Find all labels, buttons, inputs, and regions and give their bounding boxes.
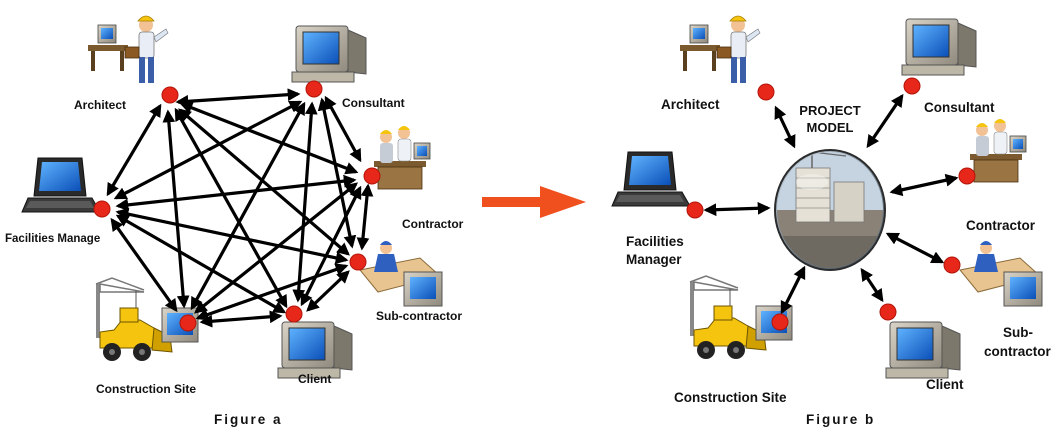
label-architect: Architect <box>661 97 720 112</box>
label-consultant: Consultant <box>924 100 995 115</box>
architect-figure-icon <box>87 15 169 84</box>
node-facilities <box>686 201 704 219</box>
workers-desk-icon <box>373 125 431 190</box>
node-subcontractor <box>943 256 961 274</box>
node-contractor <box>958 167 976 185</box>
computer-icon <box>291 25 367 83</box>
label-architect: Architect <box>74 98 126 112</box>
label-facilities: Facilities Manage <box>5 233 100 245</box>
label-facilities-line2: Manager <box>626 252 682 267</box>
label-sub-line1: Sub- <box>1003 325 1033 340</box>
figure-b-edges <box>703 93 959 315</box>
center-label-line2: MODEL <box>807 120 854 135</box>
carpenter-icon <box>359 240 443 307</box>
figure-a-edges <box>106 88 374 328</box>
center-label-line1: PROJECT <box>799 103 860 118</box>
building-globe-icon <box>774 149 886 271</box>
label-site: Construction Site <box>96 382 196 396</box>
label-sub-line2: contractor <box>984 344 1052 359</box>
transition-arrow <box>482 186 586 218</box>
label-consultant: Consultant <box>342 96 405 110</box>
workers-desk-icon <box>969 118 1027 183</box>
node-consultant <box>903 77 921 95</box>
node-client <box>285 305 303 323</box>
node-architect <box>161 86 179 104</box>
node-architect <box>757 83 775 101</box>
figure-b: PROJECT MODEL Architect Consultant Contr… <box>611 15 1052 427</box>
computer-icon <box>885 321 961 379</box>
label-client: Client <box>298 372 331 386</box>
label-client: Client <box>926 377 964 392</box>
node-contractor <box>363 167 381 185</box>
caption-figure-b: Figure b <box>806 412 875 427</box>
label-site: Construction Site <box>674 390 787 405</box>
computer-icon <box>277 321 353 379</box>
node-consultant <box>305 80 323 98</box>
architect-figure-icon <box>679 15 761 84</box>
node-facilities <box>93 200 111 218</box>
label-facilities-line1: Facilities <box>626 234 684 249</box>
node-subcontractor <box>349 253 367 271</box>
node-site <box>771 313 789 331</box>
figure-a: Architect Consultant Contractor Faciliti… <box>5 15 464 427</box>
node-site <box>179 314 197 332</box>
label-contractor: Contractor <box>966 218 1036 233</box>
carpenter-icon <box>959 240 1043 307</box>
computer-icon <box>901 18 977 76</box>
node-client <box>879 303 897 321</box>
label-subcontractor: Sub-contractor <box>376 309 462 323</box>
laptop-icon <box>21 157 101 213</box>
caption-figure-a: Figure a <box>214 412 283 427</box>
laptop-icon <box>611 151 691 207</box>
label-contractor: Contractor <box>402 217 464 231</box>
